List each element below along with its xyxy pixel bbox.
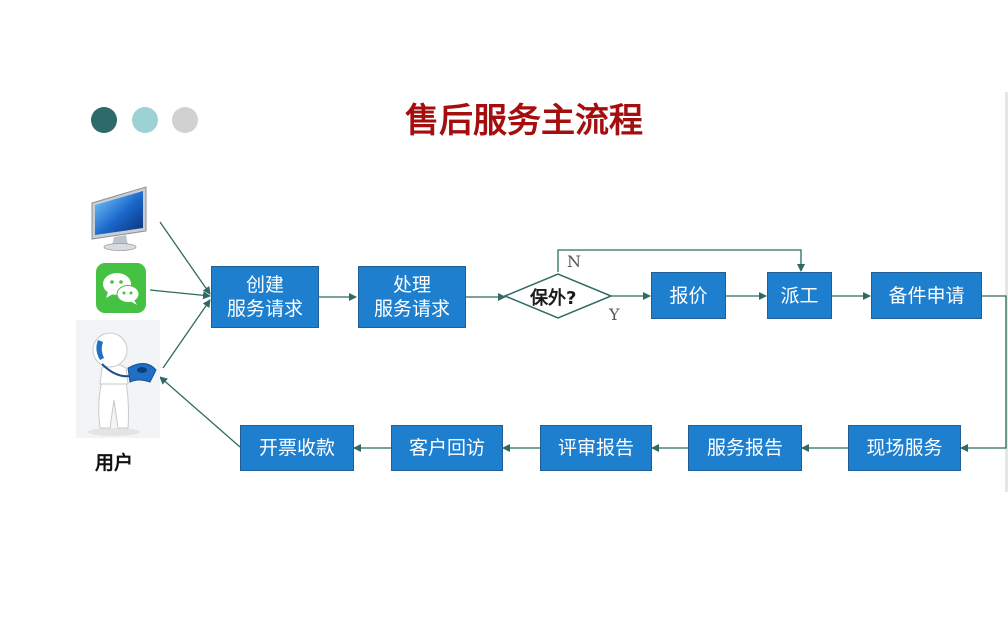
decor-dot-2 — [132, 107, 158, 133]
wechat-icon — [96, 263, 146, 313]
step-customer-callback: 客户回访 — [391, 425, 503, 471]
step-dispatch: 派工 — [767, 272, 832, 319]
decision-no-label: N — [567, 252, 581, 271]
step-handle-request: 处理 服务请求 — [358, 266, 466, 328]
decor-dot-1 — [91, 107, 117, 133]
step-review-report: 评审报告 — [540, 425, 652, 471]
user-label: 用户 — [95, 452, 134, 474]
step-service-report: 服务报告 — [688, 425, 802, 471]
decision-diamond — [503, 273, 613, 319]
decor-dot-3 — [172, 107, 198, 133]
arrow-phone-to-create — [162, 299, 211, 369]
step-create-request: 创建 服务请求 — [211, 266, 319, 328]
step-invoice-payment: 开票收款 — [240, 425, 354, 471]
step-parts-request: 备件申请 — [871, 272, 982, 319]
step-onsite-service: 现场服务 — [848, 425, 961, 471]
arrow-wechat-to-create — [149, 289, 211, 300]
arrow-computer-to-create — [159, 221, 211, 295]
slide-edge — [1005, 92, 1008, 492]
computer-monitor-icon — [91, 186, 147, 251]
arrow-parts-to-onsite — [960, 295, 1007, 452]
step-quote: 报价 — [651, 272, 726, 319]
arrow-invoice-to-user — [159, 376, 241, 448]
decision-yes-label: Y — [609, 305, 620, 324]
arrow-decision-no-to-dispatch — [557, 249, 805, 272]
decision-label: 保外? — [530, 288, 577, 309]
page-title: 售后服务主流程 — [405, 101, 643, 141]
person-on-phone-icon — [76, 320, 160, 438]
